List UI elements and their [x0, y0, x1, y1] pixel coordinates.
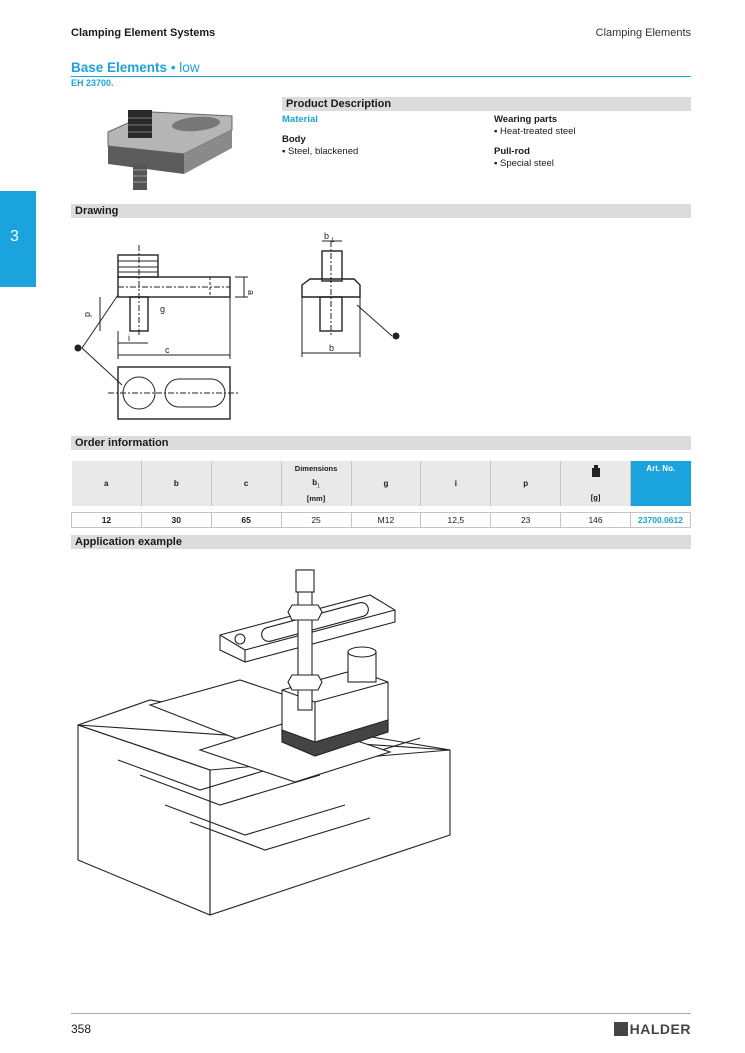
- cell-c: 65: [210, 511, 282, 528]
- unit-g: [g]: [590, 493, 601, 502]
- footer-rule: [71, 1013, 691, 1014]
- application-illustration: [77, 569, 451, 916]
- cell-p: 23: [490, 511, 562, 528]
- dimensions-label: Dimensions: [294, 463, 338, 473]
- wearing-parts-item: ▪ Heat-treated steel: [494, 126, 576, 137]
- cell-i: 12,5: [420, 511, 492, 528]
- col-art-no: Art. No.: [630, 461, 691, 506]
- header-chapter-title: Clamping Elements: [595, 27, 691, 39]
- product-photo: [107, 110, 233, 190]
- header-section-title: Clamping Element Systems: [71, 27, 216, 39]
- body-item: ▪ Steel, blackened: [282, 146, 359, 157]
- svg-text:b: b: [329, 343, 334, 353]
- col-b: b: [141, 461, 212, 506]
- page-title: Base Elements • low: [71, 60, 200, 75]
- title-suffix: • low: [170, 60, 200, 75]
- title-main: Base Elements: [71, 60, 168, 75]
- wearing-parts-label: Wearing parts: [494, 114, 558, 125]
- title-rule: [71, 76, 691, 77]
- col-b1: Dimensions b1 [mm]: [281, 461, 352, 506]
- col-weight: [g]: [560, 461, 631, 506]
- chapter-number: 3: [10, 228, 19, 245]
- col-g: g: [351, 461, 422, 506]
- col-i: i: [420, 461, 492, 506]
- chapter-tab[interactable]: 3: [0, 191, 36, 287]
- pull-rod-label: Pull-rod: [494, 146, 530, 157]
- svg-text:g: g: [160, 304, 165, 314]
- svg-text:b: b: [324, 231, 329, 241]
- order-information-bar: Order information: [71, 436, 691, 450]
- pull-rod-item: ▪ Special steel: [494, 158, 554, 169]
- svg-text:c: c: [165, 345, 170, 355]
- col-a: a: [71, 461, 142, 506]
- order-table-header: a b c Dimensions b1 [mm] g i p [g] Art. …: [71, 461, 691, 506]
- svg-text:p: p: [82, 312, 92, 317]
- order-table: a b c Dimensions b1 [mm] g i p [g] Art. …: [71, 461, 692, 528]
- technical-drawing: a p g i c b 1 b: [74, 231, 400, 420]
- col-p: p: [490, 461, 562, 506]
- cell-weight: 146: [560, 511, 631, 528]
- cell-b1: 25: [280, 511, 352, 528]
- body-label: Body: [282, 134, 306, 145]
- svg-text:1: 1: [331, 238, 335, 244]
- unit-mm: [mm]: [306, 494, 326, 504]
- application-example-bar: Application example: [71, 535, 691, 549]
- product-code: EH 23700.: [71, 78, 114, 88]
- cell-a: 12: [71, 511, 142, 528]
- halder-logo-icon: [613, 1022, 628, 1036]
- weight-icon: [591, 465, 600, 477]
- page-number: 358: [71, 1022, 92, 1036]
- halder-logo: HALDER: [613, 1021, 691, 1037]
- cell-g: M12: [350, 511, 422, 528]
- drawing-bar: Drawing: [71, 204, 691, 218]
- material-label: Material: [282, 114, 318, 125]
- col-c: c: [211, 461, 282, 506]
- svg-text:i: i: [128, 333, 130, 343]
- cell-art-no[interactable]: 23700.0612: [629, 511, 692, 528]
- table-row[interactable]: 12 30 65 25 M12 12,5 23 146 23700.0612: [71, 511, 692, 528]
- product-description-bar: Product Description: [282, 97, 691, 111]
- svg-text:a: a: [246, 290, 256, 295]
- cell-b: 30: [140, 511, 212, 528]
